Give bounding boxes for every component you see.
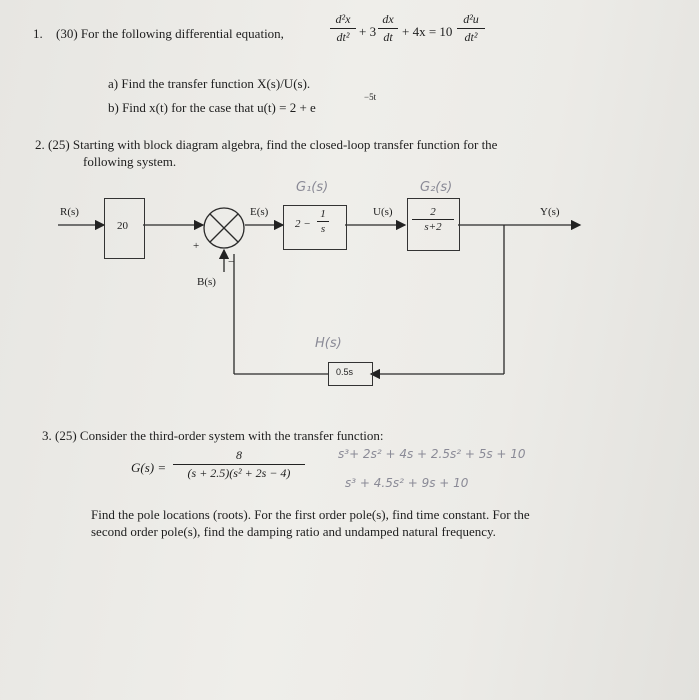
- g2-fraction: 2 s+2: [412, 206, 454, 233]
- q3-G-denominator: (s + 2.5)(s² + 2s − 4): [187, 466, 291, 480]
- q1-term3-fraction: d²u dt²: [457, 12, 485, 45]
- q1-part-b-exponent: −5t: [364, 92, 377, 102]
- input-label-R: R(s): [60, 206, 79, 218]
- q1-lead-text: (30) For the following differential equa…: [56, 26, 284, 41]
- error-label-E: E(s): [250, 206, 269, 218]
- q1-term3-denominator: dt²: [464, 30, 478, 44]
- g1-whole: 2 −: [295, 218, 311, 230]
- q3-G-fraction: 8 (s + 2.5)(s² + 2s − 4): [173, 448, 305, 481]
- g2-numerator: 2: [430, 206, 436, 218]
- summing-plus: +: [193, 240, 200, 252]
- g1-numerator: 1: [320, 208, 326, 220]
- g2-denominator: s+2: [424, 221, 442, 233]
- sensor-block-H: [328, 362, 373, 386]
- summing-minus: −: [228, 256, 235, 268]
- q3-G-label: G(s) =: [131, 460, 167, 475]
- q1-term3-numerator: d²u: [463, 12, 479, 26]
- h-value: 0.5s: [336, 367, 354, 377]
- controller-block-G1: [283, 205, 347, 250]
- q2-text-line1: 2. (25) Starting with block diagram alge…: [35, 137, 498, 152]
- q1-number: 1.: [33, 26, 43, 41]
- gain-block: [104, 198, 145, 259]
- plant-block-G2: [407, 198, 460, 251]
- q1-term2-numerator: dx: [382, 12, 394, 26]
- control-label-U: U(s): [373, 206, 393, 218]
- q1-part-b: b) Find x(t) for the case that u(t) = 2 …: [108, 100, 316, 115]
- q1-rest: + 4x = 10: [402, 24, 453, 39]
- handwritten-H: H(s): [315, 336, 342, 351]
- q1-term1-denominator: dt²: [336, 30, 350, 44]
- q1-term2-fraction: dx dt: [378, 12, 398, 45]
- q3-handwritten-expansion: s³+ 2s² + 4s + 2.5s² + 5s + 10: [338, 447, 526, 461]
- handwritten-G2: G₂(s): [420, 180, 453, 195]
- q3-text: 3. (25) Consider the third-order system …: [42, 428, 384, 443]
- q3-body-line1: Find the pole locations (roots). For the…: [91, 507, 530, 522]
- q2-text-line2: following system.: [83, 154, 177, 169]
- q1-part-a: a) Find the transfer function X(s)/U(s).: [108, 76, 311, 91]
- q1-plus3: + 3: [359, 24, 377, 39]
- q3-G-numerator: 8: [236, 448, 242, 462]
- feedback-label-B: B(s): [197, 276, 216, 288]
- gain-value: 20: [117, 220, 128, 232]
- g1-fraction: 1 s: [317, 208, 329, 235]
- handwritten-G1: G₁(s): [296, 180, 329, 195]
- q1-term1-fraction: d²x dt²: [330, 12, 356, 45]
- output-label-Y: Y(s): [540, 206, 560, 218]
- g1-denominator: s: [320, 223, 326, 235]
- q1-term1-numerator: d²x: [335, 12, 351, 26]
- q3-handwritten-simplified: s³ + 4.5s² + 9s + 10: [345, 476, 469, 490]
- q1-term2-denominator: dt: [383, 30, 393, 44]
- q3-body-line2: second order pole(s), find the damping r…: [91, 524, 496, 539]
